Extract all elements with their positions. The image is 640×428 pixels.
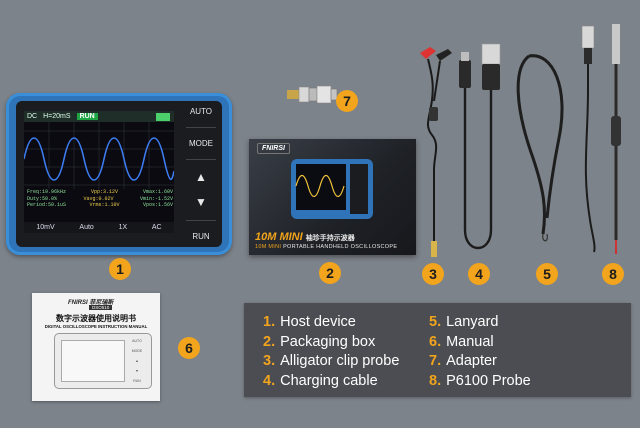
coupling-indicator: DC [27, 113, 38, 120]
trigger-mode: Auto [79, 224, 94, 231]
packaging-box-image: FNIRSI 10M MINI 袖珍手持示波器 10M MINI PORTABL… [249, 139, 416, 255]
legend-item: 7.Adapter [429, 353, 497, 369]
timebase-readout: H=20mS [43, 113, 71, 120]
legend-item: 1.Host device [263, 314, 356, 330]
legend-item: 6.Manual [429, 333, 494, 350]
alligator-clip-probe-image [420, 47, 452, 257]
battery-icon [156, 112, 170, 121]
badge-7: 7 [336, 90, 358, 112]
legend-panel: 1.Host device 2.Packaging box 3.Alligato… [244, 303, 631, 397]
screen-bottom-bar: 10mV Auto 1X AC [24, 222, 174, 233]
charging-cable-image [459, 43, 501, 249]
legend-column-left: 1.Host device 2.Packaging box 3.Alligato… [263, 314, 399, 389]
mode-button: MODE [189, 138, 213, 148]
bnc-adapter-image [287, 85, 338, 104]
badge-4: 4 [468, 263, 490, 285]
box-brand-logo: FNIRSI [257, 143, 290, 154]
screen-status-bar: DC H=20mS RUN [24, 111, 174, 122]
legend-item: 4.Charging cable [263, 372, 378, 389]
legend-column-right: 5.Lanyard 6.Manual 7.Adapter 8.P6100 Pro… [429, 314, 531, 389]
box-subtitle: 10M MINI PORTABLE HANDHELD OSCILLOSCOPE [255, 244, 398, 250]
legend-item: 2.Packaging box [263, 333, 376, 350]
sine-waveform [24, 137, 174, 181]
device-side-buttons: AUTO MODE ▲ ▼ RUN [184, 107, 218, 241]
up-arrow-icon: ▲ [195, 170, 207, 185]
box-title: 10M MINI 袖珍手持示波器 [255, 231, 355, 243]
badge-1: 1 [109, 258, 131, 280]
legend-item: 8.P6100 Probe [429, 372, 531, 389]
waveform-plot [24, 122, 174, 189]
volts-per-div: 10mV [36, 224, 55, 231]
p6100-probe-image [581, 24, 621, 254]
manual-model: DSO510 [89, 305, 113, 310]
input-coupling: AC [151, 224, 162, 231]
manual-device-diagram: AUTO MODE ▲ ▼ RUN [54, 333, 152, 389]
badge-2: 2 [319, 262, 341, 284]
manual-image: FNIRSI 菲尼瑞斯 DSO510 数字示波器使用说明书 DIGITAL OS… [32, 293, 160, 401]
legend-item: 3.Alligator clip probe [263, 353, 400, 369]
run-button: RUN [192, 231, 210, 241]
box-device-illustration [291, 159, 373, 219]
badge-3: 3 [422, 263, 444, 285]
probe-factor: 1X [118, 224, 128, 231]
legend-item: 5.Lanyard [429, 314, 499, 330]
badge-5: 5 [536, 263, 558, 285]
run-status: RUN [76, 113, 98, 120]
down-arrow-icon: ▼ [195, 195, 207, 210]
badge-8: 8 [602, 263, 624, 285]
badge-6: 6 [178, 337, 200, 359]
manual-brand: FNIRSI 菲尼瑞斯 [68, 300, 114, 306]
manual-title-en: DIGITAL OSCILLOSCOPE INSTRUCTION MANUAL [44, 324, 148, 329]
manual-title-cn: 数字示波器使用说明书 [56, 314, 136, 323]
auto-button: AUTO [189, 107, 213, 116]
lanyard-image [516, 54, 564, 242]
